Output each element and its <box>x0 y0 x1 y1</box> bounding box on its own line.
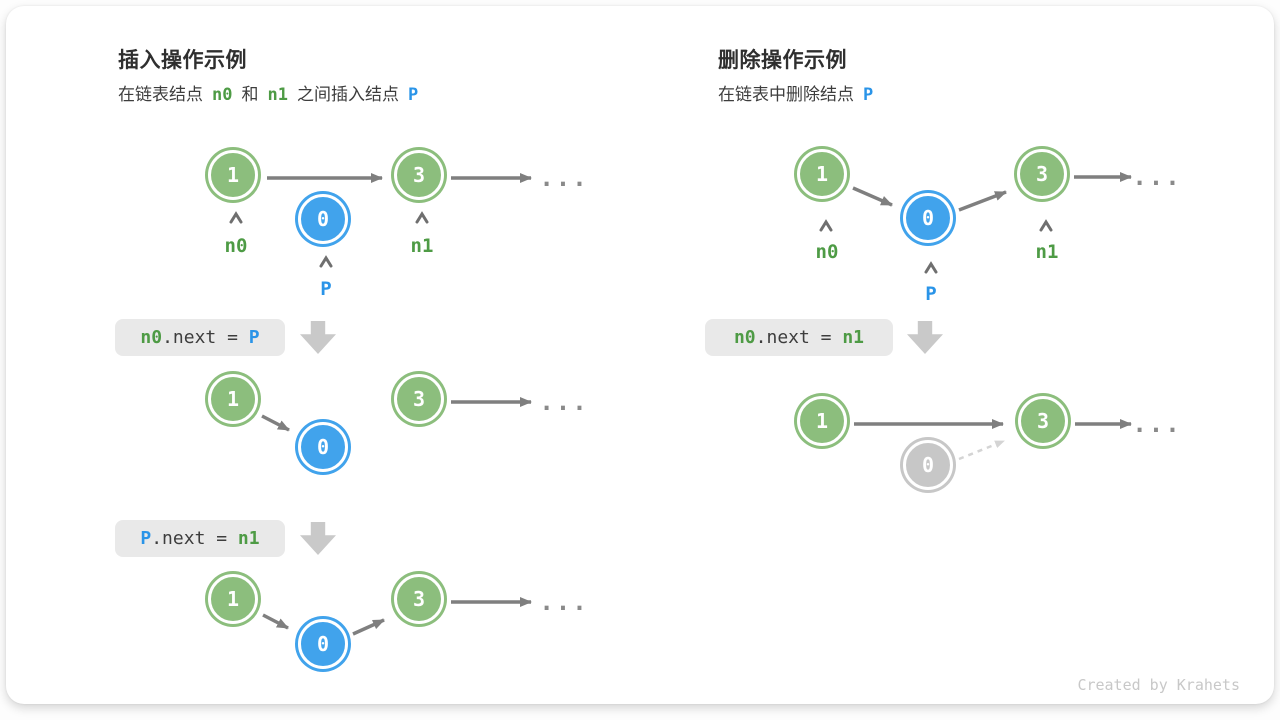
node-insert-d3-3: 3 <box>394 574 444 624</box>
node-value: 1 <box>815 409 829 433</box>
label-delete-p: P <box>925 283 937 305</box>
node-delete-d2-3: 3 <box>1018 396 1068 446</box>
ellipsis-delete-d1: ... <box>1132 163 1182 191</box>
label-insert-p: P <box>320 278 332 300</box>
insert-title: 插入操作示例 <box>118 49 247 72</box>
ellipsis-insert-d2: ... <box>539 388 589 416</box>
node-value: 0 <box>316 632 330 656</box>
node-value: 0 <box>921 453 935 477</box>
node-value: 1 <box>226 587 240 611</box>
insert-subtitle-p: P <box>407 85 419 105</box>
node-insert-d1-0: 0 <box>298 194 348 244</box>
node-insert-d2-0: 0 <box>298 422 348 472</box>
node-insert-d2-3: 3 <box>394 374 444 424</box>
delete-title: 删除操作示例 <box>718 49 847 72</box>
node-value: 3 <box>412 587 426 611</box>
code-lhs: n0 <box>140 327 163 348</box>
node-insert-d3-1: 1 <box>208 574 258 624</box>
node-value: 3 <box>1035 162 1049 186</box>
node-insert-d1-3: 3 <box>394 150 444 200</box>
codebox-insert-1: n0.next = P <box>115 319 285 356</box>
insert-subtitle-post: 之间插入结点 <box>296 85 399 104</box>
delete-subtitle-text: 在链表中删除结点 <box>718 85 854 104</box>
node-value: 3 <box>412 163 426 187</box>
delete-subtitle-p: P <box>863 85 874 105</box>
code-mid: .next = <box>151 528 238 549</box>
delete-subtitle: 在链表中删除结点 P <box>718 80 873 105</box>
node-delete-d2-1: 1 <box>797 396 847 446</box>
code-lhs: n0 <box>733 327 756 348</box>
insert-subtitle-and: 和 <box>241 85 259 104</box>
label-delete-n0: n0 <box>815 241 839 263</box>
label-insert-n1: n1 <box>410 235 434 257</box>
credit-text: Created by Krahets <box>1077 676 1240 694</box>
code-rhs: P <box>248 327 260 348</box>
ellipsis-insert-d1: ... <box>539 164 589 192</box>
ellipsis-delete-d2: ... <box>1132 410 1182 438</box>
node-delete-d2-0-removed: 0 <box>903 440 953 490</box>
label-delete-n1: n1 <box>1035 241 1059 263</box>
node-value: 0 <box>921 206 935 230</box>
node-value: 1 <box>226 163 240 187</box>
node-value: 0 <box>316 435 330 459</box>
code-mid: .next = <box>162 327 249 348</box>
insert-subtitle-n0: n0 <box>212 85 233 105</box>
node-value: 1 <box>226 387 240 411</box>
code-rhs: n1 <box>842 327 865 348</box>
node-delete-d1-0: 0 <box>903 193 953 243</box>
node-value: 1 <box>815 162 829 186</box>
insert-subtitle-text: 在链表结点 <box>118 85 203 104</box>
code-rhs: n1 <box>237 528 260 549</box>
node-insert-d2-1: 1 <box>208 374 258 424</box>
node-value: 3 <box>1036 409 1050 433</box>
node-insert-d3-0: 0 <box>298 619 348 669</box>
node-delete-d1-1: 1 <box>797 149 847 199</box>
label-insert-n0: n0 <box>224 235 248 257</box>
code-lhs: P <box>140 528 152 549</box>
codebox-insert-2: P.next = n1 <box>115 520 285 557</box>
insert-subtitle: 在链表结点 n0 和 n1 之间插入结点 P <box>118 80 418 105</box>
node-value: 3 <box>412 387 426 411</box>
codebox-delete-1: n0.next = n1 <box>705 319 893 356</box>
ellipsis-insert-d3: ... <box>539 588 589 616</box>
insert-subtitle-n1: n1 <box>267 85 288 105</box>
node-value: 0 <box>316 207 330 231</box>
node-delete-d1-3: 3 <box>1017 149 1067 199</box>
node-insert-d1-1: 1 <box>208 150 258 200</box>
code-mid: .next = <box>755 327 843 348</box>
